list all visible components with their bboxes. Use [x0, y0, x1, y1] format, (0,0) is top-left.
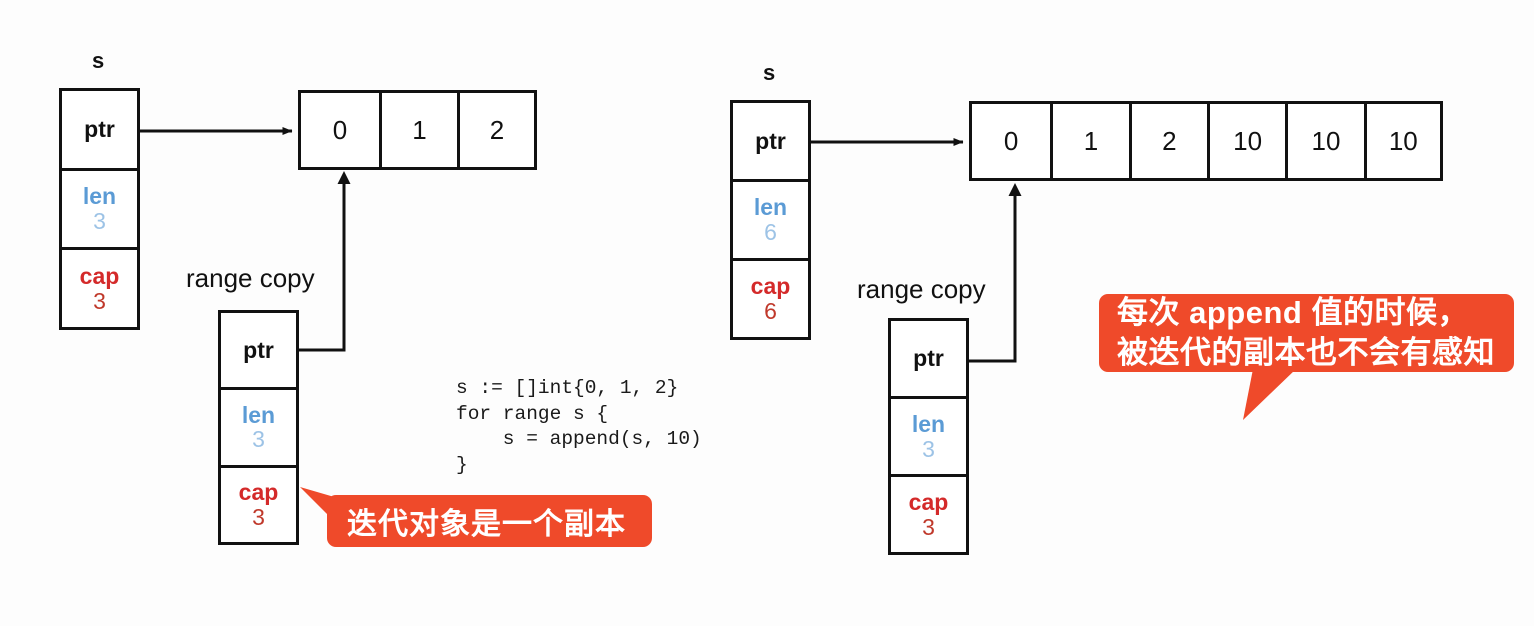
array-cell: 0 [332, 114, 348, 145]
right-copy-cap-cell: cap 3 [891, 474, 966, 552]
right-range-copy-header: ptr len 3 cap 3 [888, 318, 969, 555]
right-copy-ptr-cell: ptr [891, 321, 966, 396]
left-copy-ptr-label: ptr [243, 336, 274, 363]
right-callout-tail [1243, 369, 1296, 420]
left-copy-cap-cell: cap 3 [221, 464, 296, 542]
array-cell: 10 [1363, 104, 1440, 178]
left-slice-header: ptr len 3 cap 3 [59, 88, 140, 330]
left-slice-len-value: 3 [93, 208, 106, 234]
right-slice-label: s [763, 60, 776, 85]
array-cell: 1 [378, 93, 457, 167]
right-copy-len-label: len [911, 410, 946, 437]
right-slice-cap-value: 6 [764, 298, 777, 324]
right-copy-len-value: 3 [922, 435, 935, 462]
right-slice-cap-label: cap [750, 273, 791, 300]
right-callout-line-1: 每次 append 值的时候， [1117, 295, 1469, 330]
right-copy-ptr-head [1008, 183, 1022, 196]
left-copy-len-label: len [241, 401, 276, 428]
left-callout: 迭代对象是一个副本 [327, 495, 652, 547]
left-copy-ptr-cell: ptr [221, 313, 296, 387]
array-cell: 0 [1003, 125, 1019, 156]
left-copy-len-cell: len 3 [221, 387, 296, 464]
array-cell: 1 [1050, 104, 1128, 178]
left-callout-text: 迭代对象是一个副本 [347, 508, 626, 541]
left-copy-len-value: 3 [252, 426, 265, 453]
right-copy-ptr-label: ptr [913, 345, 944, 372]
left-slice-len-label: len [82, 183, 117, 210]
right-slice-header: ptr len 6 cap 6 [730, 100, 811, 340]
right-copy-cap-value: 3 [922, 513, 935, 540]
right-slice-len-label: len [753, 194, 788, 221]
right-range-copy-label: range copy [857, 274, 986, 304]
right-slice-len-cell: len 6 [733, 179, 808, 258]
right-slice-ptr-label: ptr [755, 127, 786, 154]
left-slice-len-cell: len 3 [62, 167, 137, 248]
right-backing-array: 0 1 2 10 10 10 [969, 101, 1443, 181]
code-snippet: s := []int{0, 1, 2} for range s { s = ap… [456, 377, 702, 476]
left-copy-cap-label: cap [238, 478, 279, 505]
right-callout-line-2: 被迭代的副本也不会有感知 [1117, 335, 1495, 370]
left-range-copy-label: range copy [186, 263, 315, 293]
array-cell: 2 [456, 93, 534, 167]
right-copy-cap-label: cap [908, 488, 949, 515]
left-slice-ptr-label: ptr [84, 115, 115, 142]
left-copy-ptr-head [337, 171, 351, 184]
right-slice-cap-cell: cap 6 [733, 258, 808, 337]
array-cell: 10 [1206, 104, 1285, 178]
array-cell: 10 [1285, 104, 1363, 178]
left-slice-ptr-cell: ptr [62, 91, 137, 168]
right-slice-ptr-cell: ptr [733, 103, 808, 179]
left-backing-array: 0 1 2 [298, 90, 537, 170]
array-cell: 2 [1128, 104, 1207, 178]
left-slice-label: s [92, 48, 105, 73]
left-copy-cap-value: 3 [252, 503, 265, 530]
left-slice-cap-value: 3 [93, 287, 106, 314]
left-slice-cap-label: cap [79, 262, 120, 289]
left-range-copy-header: ptr len 3 cap 3 [218, 310, 299, 545]
right-slice-len-value: 6 [764, 219, 777, 245]
right-copy-len-cell: len 3 [891, 396, 966, 474]
left-slice-cap-cell: cap 3 [62, 247, 137, 327]
right-callout: 每次 append 值的时候， 被迭代的副本也不会有感知 [1099, 294, 1514, 372]
